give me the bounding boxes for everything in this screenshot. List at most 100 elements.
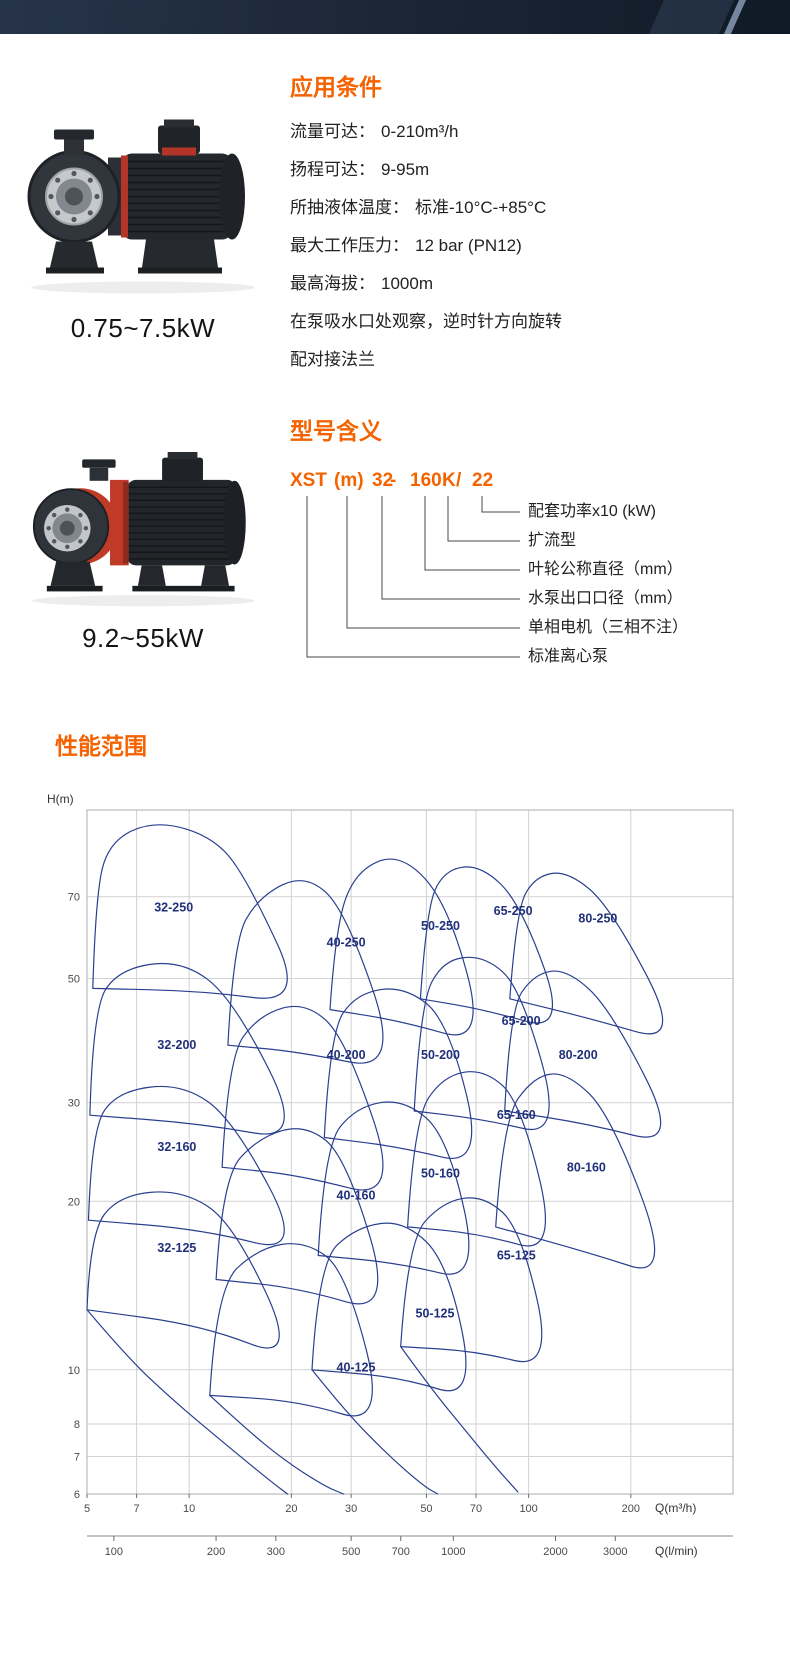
pump-red-ring [121, 155, 128, 238]
top-banner-image [0, 0, 790, 34]
svg-text:20: 20 [285, 1503, 297, 1515]
region-outline-40-125 [209, 1243, 373, 1417]
svg-text:70: 70 [470, 1503, 482, 1515]
svg-text:200: 200 [622, 1503, 640, 1515]
region-label-80-200: 80-200 [559, 1048, 598, 1062]
region-label-32-125: 32-125 [157, 1241, 196, 1255]
descender-curve-1 [209, 1394, 345, 1495]
svg-text:5: 5 [84, 1503, 90, 1515]
model-label-single-phase: 单相电机（三相不注） [528, 619, 689, 636]
region-label-50-250: 50-250 [421, 919, 460, 933]
region-outline-65-200 [413, 956, 550, 1131]
region-outline-32-160 [87, 1085, 285, 1246]
descender-curve-3 [400, 1346, 519, 1493]
svg-text:500: 500 [342, 1546, 360, 1558]
pump-envelope-regions: 32-25032-20032-16032-12540-25040-20040-1… [86, 824, 664, 1495]
region-outline-80-250 [509, 872, 664, 1035]
plot-frame [86, 809, 734, 1495]
application-conditions-section: 应用条件 流量可达：0-210m³/h 扬程可达：9-95m 所抽液体温度：标准… [290, 74, 770, 386]
x-axis-ticks: 5 7 10 20 30 50 70 100 200 [84, 1494, 640, 1515]
region-outline-50-160 [317, 1101, 470, 1275]
banner-texture-stripe [646, 0, 736, 34]
region-outline-40-160 [215, 1128, 379, 1305]
pump-red-lantern [109, 479, 129, 566]
region-outline-65-125 [400, 1197, 543, 1363]
model-label-outlet-diameter: 水泵出口口径（mm） [528, 590, 683, 607]
svg-text:7: 7 [74, 1452, 80, 1464]
region-outline-50-125 [311, 1222, 467, 1392]
region-outline-65-250 [419, 866, 553, 1024]
region-label-40-200: 40-200 [327, 1048, 366, 1062]
x2-axis-title: Q(l/min) [655, 1544, 698, 1558]
descender-curve-2 [311, 1369, 439, 1495]
model-code-callout-lines [306, 496, 520, 658]
spec-row-temperature: 所抽液体温度：标准-10°C-+85°C [290, 198, 547, 217]
svg-text:30: 30 [345, 1503, 357, 1515]
performance-range-chart: 5 7 10 20 30 50 70 100 200 6 7 8 10 20 30 50 70 32-250 32-… [47, 792, 734, 1558]
section-title-application: 应用条件 [290, 74, 382, 100]
region-label-65-160: 65-160 [497, 1108, 536, 1122]
svg-text:10: 10 [183, 1503, 195, 1515]
region-outline-32-250 [92, 824, 288, 999]
pump-power-range-small: 0.75~7.5kW [70, 313, 216, 343]
model-token-phase: (m) [334, 470, 364, 491]
pump-power-range-large: 9.2~55kW [82, 623, 204, 653]
svg-text:50: 50 [68, 974, 80, 986]
svg-text:3000: 3000 [603, 1546, 627, 1558]
svg-text:50: 50 [420, 1503, 432, 1515]
svg-text:7: 7 [134, 1503, 140, 1515]
performance-chart-area: 5 7 10 20 30 50 70 100 200 6 7 8 10 20 30 50 70 32-250 32-… [15, 788, 775, 1588]
y-axis-title: H(m) [47, 792, 74, 806]
svg-text:200: 200 [207, 1546, 225, 1558]
model-token-slash: / [456, 470, 462, 491]
svg-text:6: 6 [74, 1489, 80, 1501]
model-token-series: XST [290, 470, 327, 491]
pump-motor [122, 153, 245, 240]
svg-text:100: 100 [519, 1503, 537, 1515]
spec-row-pressure: 最大工作压力：12 bar (PN12) [290, 236, 522, 255]
region-outline-32-200 [89, 963, 285, 1135]
svg-text:1000: 1000 [441, 1546, 465, 1558]
region-label-32-200: 32-200 [157, 1038, 196, 1052]
region-label-40-160: 40-160 [337, 1188, 376, 1202]
region-outline-50-200 [323, 988, 473, 1159]
region-label-50-125: 50-125 [416, 1307, 455, 1321]
descender-curve-0 [86, 1309, 289, 1495]
pump-photo-small [27, 119, 255, 294]
svg-text:8: 8 [74, 1419, 80, 1431]
pump-terminal-box [158, 119, 200, 156]
model-label-power: 配套功率x10 (kW) [528, 503, 657, 520]
spec-row-head: 扬程可达：9-95m [290, 160, 430, 179]
region-label-80-160: 80-160 [567, 1160, 606, 1174]
spec-row-altitude: 最高海拔：1000m [290, 274, 433, 293]
x-axis-title: Q(m³/h) [655, 1501, 696, 1515]
region-outline-40-250 [227, 880, 384, 1064]
svg-text:30: 30 [68, 1098, 80, 1110]
model-token-dash: - [390, 470, 397, 491]
region-label-50-160: 50-160 [421, 1167, 460, 1181]
model-token-k: K [442, 470, 456, 491]
region-outline-80-160 [495, 1073, 656, 1269]
region-label-32-250: 32-250 [154, 900, 193, 914]
pump-feet [46, 561, 235, 592]
model-label-impeller-diameter: 叶轮公称直径（mm） [528, 561, 683, 578]
model-label-standard-pump: 标准离心泵 [528, 648, 609, 665]
svg-text:2000: 2000 [543, 1546, 567, 1558]
pump-terminal-box [161, 452, 203, 482]
region-outline-50-250 [329, 858, 474, 1036]
model-token-power: 22 [472, 470, 494, 491]
region-outline-32-125 [86, 1191, 280, 1349]
spec-list: 流量可达：0-210m³/h 扬程可达：9-95m 所抽液体温度：标准-10°C… [290, 120, 770, 372]
svg-text:300: 300 [267, 1546, 285, 1558]
svg-text:10: 10 [68, 1365, 80, 1377]
pump-figure-large: 9.2~55kW [12, 452, 274, 654]
pump-shadow [31, 281, 255, 294]
spec-row-flow: 流量可达：0-210m³/h [290, 122, 459, 141]
svg-text:70: 70 [68, 892, 80, 904]
pump-photo-large [31, 452, 255, 607]
pump-feet [46, 239, 222, 274]
section-title-performance: 性能范围 [55, 733, 147, 759]
region-outline-40-200 [221, 1005, 384, 1191]
